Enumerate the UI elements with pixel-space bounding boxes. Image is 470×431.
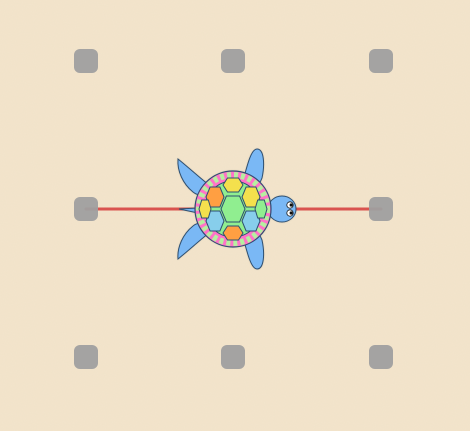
shell-tile [222,177,244,193]
shell-tile [254,199,268,219]
grid-dot[interactable] [74,345,98,369]
grid-dot[interactable] [221,49,245,73]
grid-dot[interactable] [369,197,393,221]
turtle-left-pupil [289,203,293,207]
turtle-shell-tiles [198,177,268,241]
shell-tile [241,186,261,208]
turtle-sprite [177,148,297,270]
grid-dot[interactable] [369,345,393,369]
grid-dot[interactable] [74,49,98,73]
grid-dot[interactable] [221,345,245,369]
shell-tile [241,210,261,232]
shell-tile [222,225,244,241]
shell-tile [220,195,246,223]
shell-tile [198,199,212,219]
turtle-right-pupil [289,211,293,215]
grid-dot[interactable] [369,49,393,73]
turtle-shell [194,170,272,248]
grid-dot[interactable] [74,197,98,221]
turtle-head [267,195,297,223]
